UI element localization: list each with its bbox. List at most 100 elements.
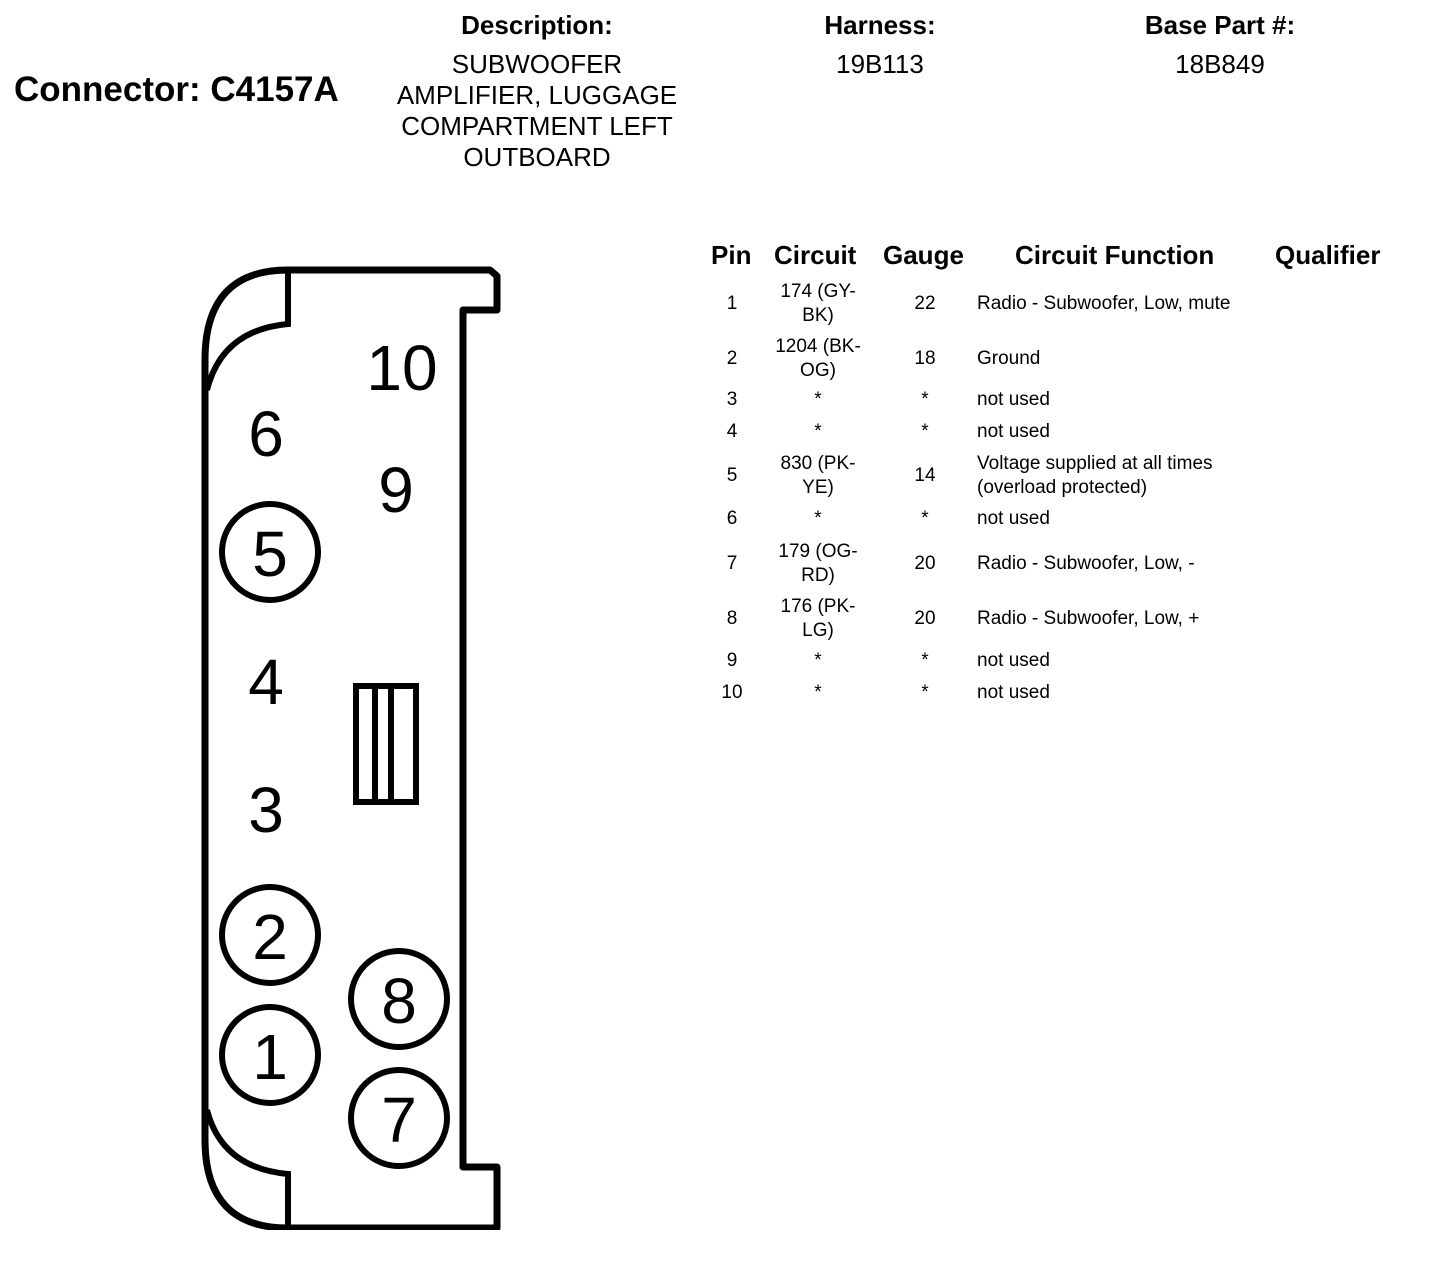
cell-qualifier	[1275, 540, 1415, 588]
cell-circuit-line: OG)	[800, 360, 836, 381]
cell-circuit-line: YE)	[802, 477, 834, 498]
cell-gauge-line: 22	[914, 293, 936, 314]
cell-gauge-line: *	[921, 682, 929, 703]
pin-circle	[348, 948, 450, 1050]
cell-pin-line: 10	[721, 682, 743, 703]
cell-qualifier	[1275, 420, 1415, 444]
cell-circuit-function: Radio - Subwoofer, Low, +	[977, 595, 1277, 643]
table-row: 3 ** not used	[700, 388, 1420, 412]
cell-circuit: *	[762, 681, 874, 705]
cell-circuit-function-line: not used	[977, 421, 1050, 442]
cell-pin-line: 3	[726, 389, 738, 410]
cell-circuit-function: Voltage supplied at all times(overload p…	[977, 452, 1277, 500]
cell-gauge: *	[880, 388, 970, 412]
cell-circuit-function-line: Radio - Subwoofer, Low, mute	[977, 293, 1231, 314]
cell-circuit-function-line: not used	[977, 682, 1050, 703]
connector-outline	[201, 266, 501, 1230]
table-row: 10 * * not used	[700, 681, 1420, 705]
cell-qualifier	[1275, 280, 1415, 328]
description-line: COMPARTMENT LEFT	[401, 111, 673, 141]
cell-gauge: 22	[880, 280, 970, 328]
cell-gauge-line: *	[921, 421, 929, 442]
cell-circuit-function-line: not used	[977, 389, 1050, 410]
cell-circuit-function-line: Ground	[977, 348, 1041, 369]
cell-gauge: 18	[880, 335, 970, 383]
column-header-qualifier: Qualifier	[1275, 240, 1381, 270]
cell-circuit-line: LG)	[802, 620, 834, 641]
cell-gauge-line: 14	[914, 465, 936, 486]
cell-circuit-line: 174 (GY-	[780, 281, 856, 302]
connector-bottom-latch	[204, 1109, 291, 1228]
cell-circuit-function: Radio - Subwoofer, Low, mute	[977, 280, 1277, 328]
column-header-pin: Pin	[711, 240, 752, 270]
cell-pin-line: 9	[726, 650, 738, 671]
pin-label: 10	[366, 332, 437, 404]
description-label: Description:	[461, 10, 613, 40]
cell-qualifier	[1275, 335, 1415, 383]
cell-gauge: 14	[880, 452, 970, 500]
pin-5: 5	[219, 501, 321, 603]
cell-qualifier	[1275, 452, 1415, 500]
pin-3: 3	[248, 774, 284, 846]
cell-circuit-line: *	[814, 682, 822, 703]
pin-2: 2	[219, 884, 321, 986]
table-row: 1 174 (GY-BK) 22 Radio - Subwoofer, Low, mu…	[700, 280, 1420, 328]
table-row: 4**not used	[700, 420, 1420, 444]
cell-circuit: 1204 (BK-OG)	[762, 335, 874, 383]
cell-circuit-function: Radio - Subwoofer, Low, -	[977, 540, 1277, 588]
pin-circle	[348, 1067, 450, 1169]
cell-circuit-function: not used	[977, 507, 1277, 531]
cell-circuit-function: not used	[977, 420, 1277, 444]
table-row: 6**not used	[700, 507, 1420, 531]
cell-gauge: 20	[880, 540, 970, 588]
pin-label: 8	[381, 965, 417, 1037]
column-header-circuit: Circuit	[774, 240, 857, 270]
cell-pin-line: 4	[726, 421, 738, 442]
pin-label: 2	[252, 901, 288, 973]
cell-pin: 2	[700, 335, 764, 383]
description-line: AMPLIFIER, LUGGAGE	[396, 80, 678, 110]
cell-pin-line: 1	[726, 293, 738, 314]
cell-pin-line: 5	[726, 465, 738, 486]
cell-circuit-line: RD)	[801, 565, 835, 586]
pin-label: 3	[248, 774, 284, 846]
pin-circle	[219, 501, 321, 603]
cell-gauge-line: *	[921, 508, 929, 529]
cell-gauge: *	[880, 681, 970, 705]
cell-pin: 10	[700, 681, 764, 705]
cell-pin: 4	[700, 420, 764, 444]
cell-qualifier	[1275, 507, 1415, 531]
description-value: SUBWOOFER AMPLIFIER, LUGGAGE COMPARTMENT…	[387, 49, 687, 173]
pin-1: 1	[219, 1004, 321, 1106]
cell-gauge: *	[880, 649, 970, 673]
cell-gauge: *	[880, 420, 970, 444]
pin-label: 4	[248, 646, 284, 718]
column-header-gauge: Gauge	[883, 240, 964, 270]
cell-circuit-line: 176 (PK-	[780, 596, 856, 617]
cell-circuit-line: *	[814, 650, 822, 671]
description-line: SUBWOOFER	[451, 49, 623, 79]
cell-circuit: 830 (PK-YE)	[762, 452, 874, 500]
polarization-key	[353, 683, 419, 805]
cell-circuit-function: not used	[977, 388, 1277, 412]
cell-circuit-function: not used	[977, 649, 1277, 673]
cell-pin: 3	[700, 388, 764, 412]
pin-9: 9	[378, 454, 414, 526]
cell-circuit-function-line: (overload protected)	[977, 477, 1148, 498]
cell-pin-line: 8	[726, 608, 738, 629]
base-part-label: Base Part #:	[1144, 10, 1296, 40]
cell-pin: 5	[700, 452, 764, 500]
cell-qualifier	[1275, 649, 1415, 673]
cell-circuit: *	[762, 388, 874, 412]
pin-label: 7	[381, 1084, 417, 1156]
connector-top-latch	[204, 270, 291, 391]
cell-circuit-function-line: not used	[977, 508, 1050, 529]
cell-circuit: 174 (GY-BK)	[762, 280, 874, 328]
cell-gauge: 20	[880, 595, 970, 643]
cell-pin-line: 7	[726, 553, 738, 574]
cell-circuit-function-line: not used	[977, 650, 1050, 671]
